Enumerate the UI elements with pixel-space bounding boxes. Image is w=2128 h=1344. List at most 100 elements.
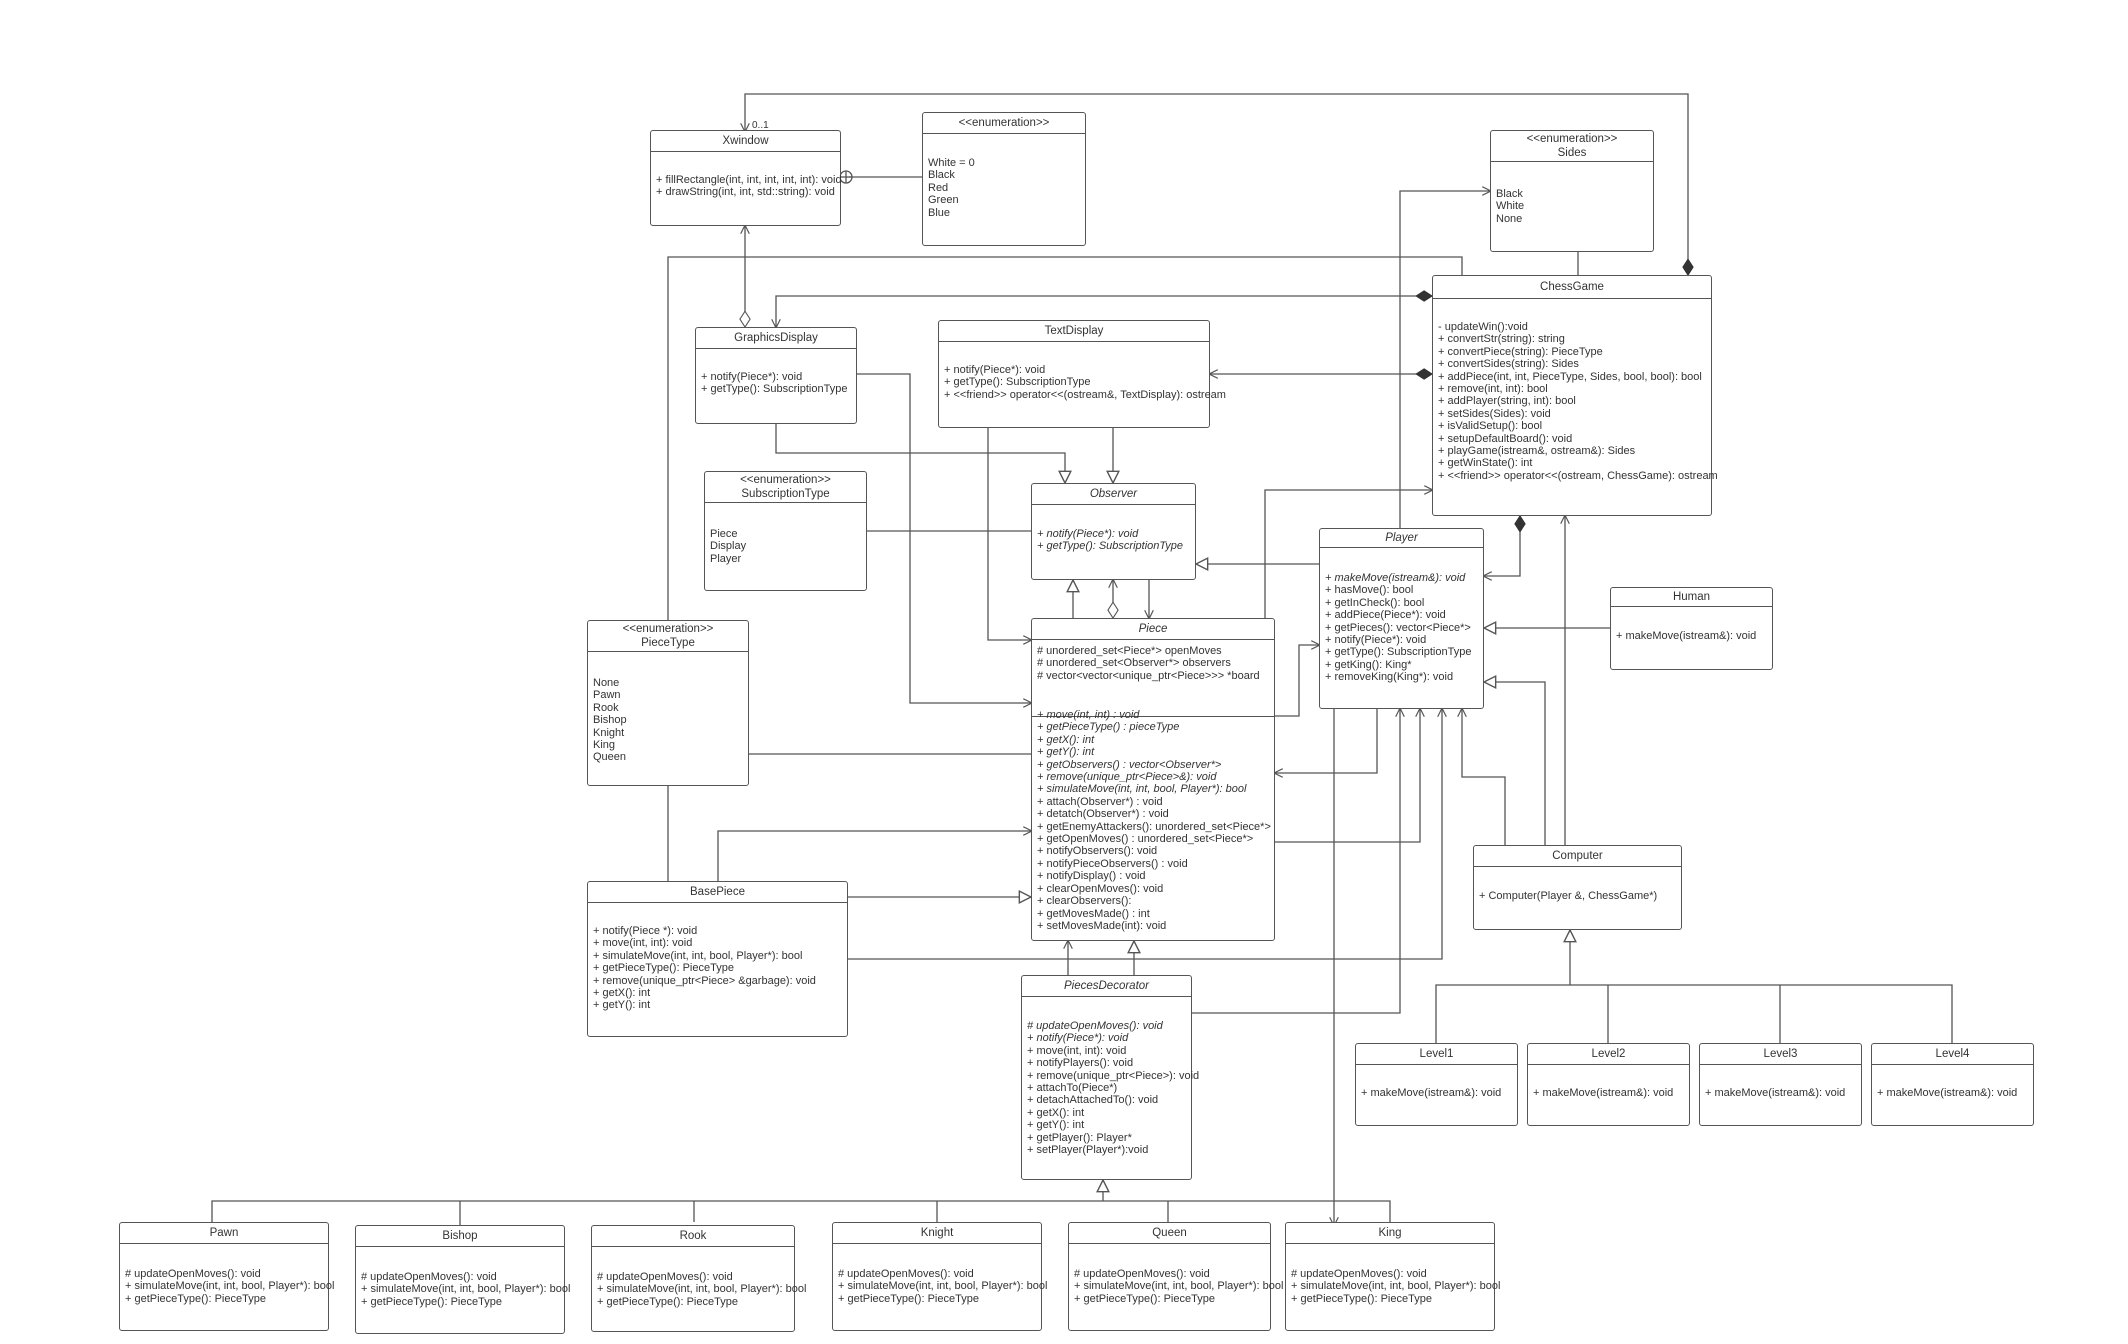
class-piece: Piece # unordered_set<Piece*> openMoves … xyxy=(1031,618,1275,941)
member: + detatch(Observer*) : void xyxy=(1037,808,1169,821)
member: + notify(Piece*): void xyxy=(1037,528,1139,540)
member: + getPieceType(): PieceType xyxy=(597,1295,738,1308)
member: # updateOpenMoves(): void xyxy=(597,1271,733,1283)
member: + getPlayer(): Player* xyxy=(1027,1131,1132,1144)
class-piecetype: <<enumeration>> PieceType None Pawn Rook… xyxy=(587,620,749,786)
member: + getEnemyAttackers(): unordered_set<Pie… xyxy=(1037,820,1271,833)
class-name: Level3 xyxy=(1763,1048,1798,1060)
member: + getPieceType(): PieceType xyxy=(593,962,734,975)
member: None xyxy=(593,677,620,689)
member: + getObservers() : vector<Observer*> xyxy=(1037,758,1222,771)
class-basepiece: BasePiece + notify(Piece *): void + move… xyxy=(587,881,848,1037)
member: Rook xyxy=(593,701,619,714)
graphics-piece-association xyxy=(857,373,1031,703)
class-subscriptiontype: <<enumeration>> SubscriptionType Piece D… xyxy=(704,471,867,591)
member: + remove(unique_ptr<Piece> &garbage): vo… xyxy=(593,974,816,987)
computer-player-association xyxy=(1462,709,1506,845)
member: + notifyDisplay() : void xyxy=(1037,870,1146,883)
member: + getType(): SubscriptionType xyxy=(1325,646,1472,659)
class-piecesdecorator: PiecesDecorator # updateOpenMoves(): voi… xyxy=(1021,975,1199,1180)
piecetype-chessgame-link xyxy=(667,256,1463,620)
member: # updateOpenMoves(): void xyxy=(1074,1268,1210,1280)
member: + getPieceType(): PieceType xyxy=(361,1295,502,1308)
member: + getY(): int xyxy=(1027,1119,1085,1132)
class-name: SubscriptionType xyxy=(741,488,830,500)
class-queen: Queen # updateOpenMoves(): void + simula… xyxy=(1068,1222,1284,1331)
member: + getPieceType(): PieceType xyxy=(125,1292,266,1305)
member: + getMovesMade() : int xyxy=(1037,907,1150,920)
levels-computer-bus xyxy=(1435,984,1953,1043)
class-name: King xyxy=(1378,1227,1402,1239)
class-king: King # updateOpenMoves(): void + simulat… xyxy=(1285,1222,1501,1331)
member: + getWinState(): int xyxy=(1438,457,1533,470)
member: + <<friend>> operator<<(ostream, ChessGa… xyxy=(1438,469,1718,482)
class-name: Level4 xyxy=(1935,1048,1970,1060)
member: + simulateMove(int, int, bool, Player*):… xyxy=(838,1280,1048,1293)
member: + getPieces(): vector<Piece*> xyxy=(1325,621,1471,634)
member: + setupDefaultBoard(): void xyxy=(1438,432,1573,445)
basepiece-player-association xyxy=(848,709,1442,960)
member: + getPieceType(): PieceType xyxy=(1074,1292,1215,1305)
class-level2: Level2 + makeMove(istream&): void xyxy=(1527,1043,1690,1126)
member: + getPieceType() : pieceType xyxy=(1037,721,1180,734)
chessgame-xwindow-composition xyxy=(745,93,1688,275)
class-name: Human xyxy=(1672,591,1711,603)
member: + simulateMove(int, int, bool, Player*):… xyxy=(597,1283,807,1296)
member: + convertSides(string): Sides xyxy=(1438,358,1579,371)
member: + setPlayer(Player*):void xyxy=(1027,1144,1149,1157)
member: + remove(int, int): bool xyxy=(1438,383,1548,396)
member: + notifyPlayers(): void xyxy=(1027,1057,1134,1070)
member: + getType(): SubscriptionType xyxy=(944,376,1091,389)
member: + makeMove(istream&): void xyxy=(1361,1087,1502,1099)
member: Pawn xyxy=(593,689,621,702)
member: + detachAttachedTo(): void xyxy=(1027,1094,1159,1107)
class-level3: Level3 + makeMove(istream&): void xyxy=(1699,1043,1862,1126)
class-level1: Level1 + makeMove(istream&): void xyxy=(1355,1043,1518,1126)
member: + notify(Piece*): void xyxy=(1027,1032,1129,1045)
piece-player-association-upper xyxy=(1275,645,1319,717)
class-color-enumeration: <<enumeration>> White = 0 Black Red Gree… xyxy=(922,112,1086,246)
text-piece-association xyxy=(987,428,1031,640)
member: + setMovesMade(int): void xyxy=(1037,919,1167,932)
member: + hasMove(): bool xyxy=(1325,584,1414,597)
class-player: Player + makeMove(istream&): void + hasM… xyxy=(1319,528,1484,709)
class-observer: Observer + notify(Piece*): void + getTyp… xyxy=(1031,483,1196,580)
stereotype: <<enumeration>> xyxy=(958,117,1050,129)
class-name: Xwindow xyxy=(722,135,769,147)
member: + convertStr(string): string xyxy=(1438,333,1565,346)
member: + clearObservers(): xyxy=(1037,895,1132,908)
member: + simulateMove(int, int, bool, Player*):… xyxy=(1074,1280,1284,1293)
class-name: ChessGame xyxy=(1540,281,1604,293)
class-name: Level2 xyxy=(1591,1048,1626,1060)
member: + makeMove(istream&): void xyxy=(1877,1087,2018,1099)
class-name: BasePiece xyxy=(690,886,745,898)
member: + makeMove(istream&): void xyxy=(1325,572,1466,584)
member: + simulateMove(int, int, bool, Player*):… xyxy=(125,1280,335,1293)
member: + isValidSetup(): bool xyxy=(1438,420,1543,433)
member: + getX(): int xyxy=(1027,1106,1085,1119)
decorator-player-association xyxy=(1192,709,1400,1014)
attribute: # unordered_set<Observer*> observers xyxy=(1037,657,1231,670)
class-name: TextDisplay xyxy=(1044,325,1104,337)
member: + simulateMove(int, int, bool, Player*):… xyxy=(1291,1280,1501,1293)
class-bishop: Bishop # updateOpenMoves(): void + simul… xyxy=(355,1225,570,1334)
class-rook: Rook # updateOpenMoves(): void + simulat… xyxy=(591,1225,807,1332)
multiplicity-label: 0..1 xyxy=(752,120,769,131)
member: + move(int, int): void xyxy=(1027,1044,1127,1057)
member: # updateOpenMoves(): void xyxy=(125,1268,261,1280)
piece-chessgame-association xyxy=(1264,490,1432,618)
graphics-observer-generalization xyxy=(775,424,1065,483)
class-pawn: Pawn # updateOpenMoves(): void + simulat… xyxy=(119,1222,335,1331)
member: + getPieceType(): PieceType xyxy=(838,1292,979,1305)
class-name: GraphicsDisplay xyxy=(734,332,818,344)
member: + convertPiece(string): PieceType xyxy=(1438,345,1603,358)
member: + Computer(Player &, ChessGame*) xyxy=(1479,890,1658,902)
member: + makeMove(istream&): void xyxy=(1705,1087,1846,1099)
class-name: PiecesDecorator xyxy=(1063,980,1149,992)
member: Queen xyxy=(593,751,627,764)
member: Player xyxy=(710,552,742,565)
member: + notify(Piece *): void xyxy=(593,925,698,937)
class-name: Knight xyxy=(920,1227,954,1239)
member: Display xyxy=(710,540,747,553)
member: + getKing(): King* xyxy=(1325,658,1412,671)
